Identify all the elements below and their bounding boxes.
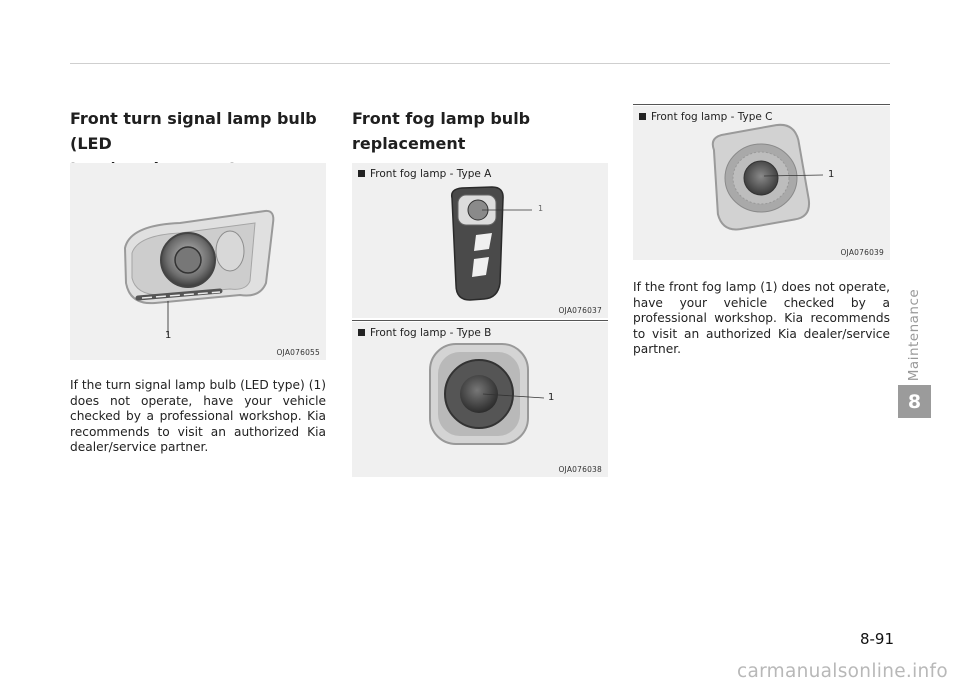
fog-lamp-body-text: If the front fog lamp (1) does not opera… <box>633 280 890 357</box>
title-line-1: Front turn signal lamp bulb (LED <box>70 109 317 153</box>
figure-fog-lamp-type-b: Front fog lamp - Type B 1 OJA076038 <box>352 322 608 477</box>
figure-caption: Front fog lamp - Type C <box>639 111 773 123</box>
figure-caption: Front fog lamp - Type A <box>358 168 491 180</box>
caption-text: Front fog lamp - Type B <box>370 327 492 339</box>
figure-code: OJA076039 <box>840 248 884 257</box>
callout-number: 1 <box>165 330 172 341</box>
figure-caption: Front fog lamp - Type B <box>358 327 491 339</box>
bullet-square-icon <box>639 113 646 120</box>
figure-code: OJA076037 <box>558 306 602 315</box>
header-rule <box>70 63 890 64</box>
fog-lamp-type-c-illustration <box>711 123 824 231</box>
figure-code: OJA076038 <box>558 465 602 474</box>
caption-text: Front fog lamp - Type C <box>651 111 773 123</box>
figure-fog-lamp-type-a: Front fog lamp - Type A 1 OJA076037 <box>352 163 608 318</box>
title-line-1: Front fog lamp bulb <box>352 109 531 128</box>
title-line-2: replacement <box>352 134 466 153</box>
callout-number: 1 <box>548 392 555 403</box>
watermark: carmanualsonline.info <box>736 661 948 682</box>
figure-turn-signal-lamp: 1 OJA076055 <box>70 163 326 360</box>
chapter-tab[interactable]: 8 <box>898 385 931 418</box>
callout-number: 1 <box>828 169 835 180</box>
figure-code: OJA076055 <box>276 348 320 357</box>
bullet-square-icon <box>358 329 365 336</box>
section-title-fog-lamp: Front fog lamp bulb replacement <box>352 106 608 156</box>
fog-lamp-type-b-illustration <box>429 343 545 445</box>
caption-text: Front fog lamp - Type A <box>370 168 492 180</box>
turn-signal-body-text: If the turn signal lamp bulb (LED type) … <box>70 378 326 455</box>
figure-fog-lamp-type-c: Front fog lamp - Type C 1 OJA076039 <box>633 106 890 260</box>
figure-top-rule <box>633 104 890 105</box>
fog-lamp-type-a-illustration <box>450 186 532 301</box>
callout-number: 1 <box>538 204 544 213</box>
headlamp-illustration <box>123 209 275 335</box>
figure-separator <box>352 320 608 321</box>
bullet-square-icon <box>358 170 365 177</box>
page-number: 8-91 <box>859 630 894 648</box>
chapter-label: Maintenance <box>906 288 922 382</box>
chapter-side-label: Maintenance <box>897 285 931 385</box>
